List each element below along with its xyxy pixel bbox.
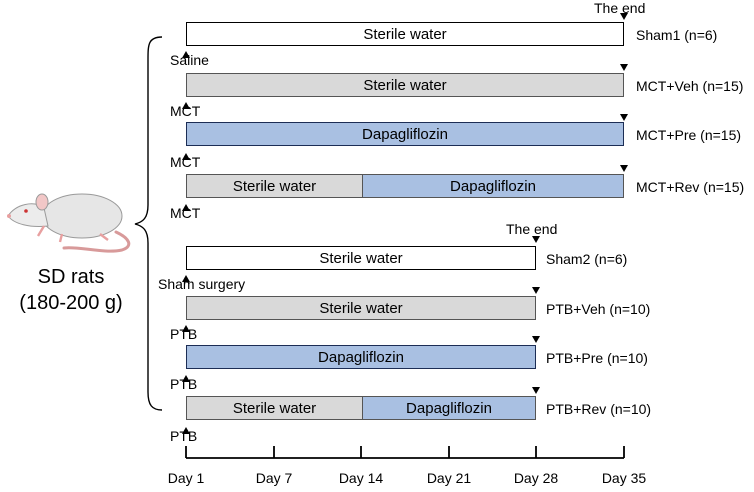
bar-segment-water: Sterile water <box>187 397 362 419</box>
mct-pre-bar: Dapagliflozin <box>186 122 624 146</box>
rat-label-line2: (180-200 g) <box>19 292 123 314</box>
bar-label: Sterile water <box>363 76 447 94</box>
start-marker-icon <box>182 204 190 211</box>
mct-veh-bar: Sterile water <box>186 73 624 97</box>
bar-label: Sterile water <box>319 299 403 317</box>
marker-label: PTB <box>170 326 198 342</box>
group-label: PTB+Veh (n=10) <box>546 301 651 317</box>
rat-label-line1: SD rats <box>37 266 105 288</box>
start-marker-icon <box>182 325 190 332</box>
ptb-rev-bar: Sterile water Dapagliflozin <box>186 396 536 420</box>
ptb-veh-bar: Sterile water <box>186 296 536 320</box>
rat-body <box>41 193 123 239</box>
marker-label: MCT <box>170 103 201 119</box>
marker-label: MCT <box>170 154 201 170</box>
group-label: Sham1 (n=6) <box>636 27 718 43</box>
start-marker-icon <box>182 375 190 382</box>
marker-label: MCT <box>170 205 201 221</box>
end-marker-icon <box>620 165 628 172</box>
day-label: Day 35 <box>601 470 647 486</box>
bar-label: Sterile water <box>232 177 317 195</box>
end-marker-icon <box>620 64 628 71</box>
end-marker-icon <box>620 114 628 121</box>
bar-label: Sterile water <box>232 399 317 417</box>
end-marker-icon <box>532 236 540 243</box>
bar-label: Sterile water <box>363 25 447 43</box>
sham2-bar: Sterile water <box>186 246 536 270</box>
group-label: MCT+Veh (n=15) <box>636 78 744 94</box>
bar-label: Dapagliflozin <box>318 348 404 366</box>
group-label: MCT+Rev (n=15) <box>636 179 745 195</box>
group-label: Sham2 (n=6) <box>546 251 628 267</box>
ptb-pre-bar: Dapagliflozin <box>186 345 536 369</box>
end-marker-icon <box>532 287 540 294</box>
end-marker-icon <box>532 336 540 343</box>
bar-label: Sterile water <box>319 249 403 267</box>
sham1-bar: Sterile water <box>186 22 624 46</box>
bar-label: Dapagliflozin <box>362 125 448 143</box>
end-marker-icon <box>620 13 628 20</box>
bar-label: Dapagliflozin <box>406 399 492 417</box>
bar-segment-water: Sterile water <box>187 175 362 197</box>
group-label: PTB+Pre (n=10) <box>546 350 648 366</box>
rat-tail <box>62 230 131 253</box>
start-marker-icon <box>182 153 190 160</box>
rat-illustration <box>7 193 131 253</box>
rat-legs <box>36 225 109 243</box>
start-marker-icon <box>182 427 190 434</box>
day-label: Day 28 <box>513 470 559 486</box>
the-end-label-2: The end <box>506 221 558 237</box>
the-end-label-1: The end <box>594 0 646 16</box>
day-label: Day 1 <box>167 470 205 486</box>
end-marker-icon <box>532 387 540 394</box>
bar-segment-drug: Dapagliflozin <box>362 397 535 419</box>
start-marker-icon <box>182 275 190 282</box>
start-marker-icon <box>182 102 190 109</box>
day-label: Day 7 <box>255 470 293 486</box>
rat-eye <box>24 209 28 213</box>
day-label: Day 21 <box>426 470 472 486</box>
group-brace <box>134 36 163 411</box>
bar-label: Dapagliflozin <box>450 177 536 195</box>
group-label: PTB+Rev (n=10) <box>546 401 652 417</box>
mct-rev-bar: Sterile water Dapagliflozin <box>186 174 624 198</box>
marker-label: Saline <box>170 52 209 68</box>
start-marker-icon <box>182 51 190 58</box>
rat-ear <box>35 193 49 211</box>
day-label: Day 14 <box>338 470 384 486</box>
rat-nose <box>7 214 11 218</box>
marker-label: PTB <box>170 376 198 392</box>
group-label: MCT+Pre (n=15) <box>636 127 742 143</box>
bar-segment-drug: Dapagliflozin <box>362 175 623 197</box>
marker-label: PTB <box>170 428 198 444</box>
marker-label: Sham surgery <box>158 276 246 292</box>
